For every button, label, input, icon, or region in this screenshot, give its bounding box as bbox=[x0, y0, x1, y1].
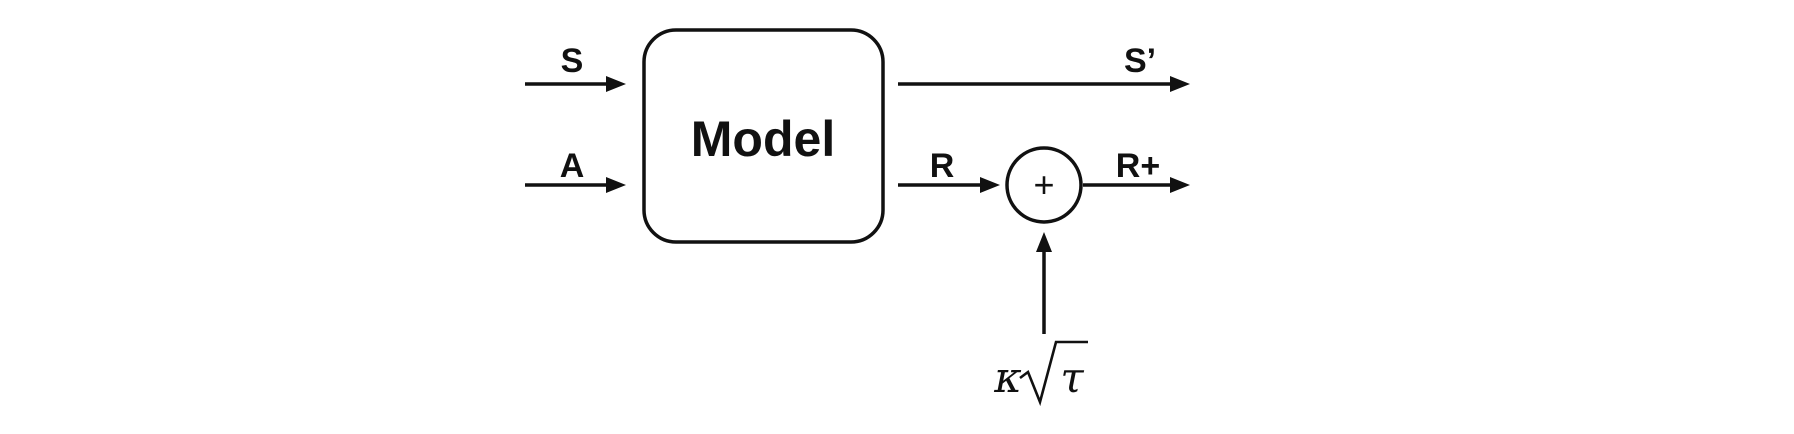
input-state-arrowhead bbox=[606, 76, 626, 92]
sum-node: + bbox=[1005, 146, 1083, 224]
input-action-label: A bbox=[560, 147, 585, 185]
output-bonus-reward-arrowhead bbox=[1170, 177, 1190, 193]
bonus-term-kappa: κ bbox=[993, 353, 1022, 402]
model-block: Model bbox=[642, 28, 885, 244]
output-reward: R bbox=[898, 147, 1000, 193]
bonus-term-arrowhead bbox=[1036, 232, 1052, 252]
output-reward-arrowhead bbox=[980, 177, 1000, 193]
model-label: Model bbox=[691, 111, 835, 167]
sum-symbol: + bbox=[1033, 164, 1054, 205]
sqrt-radical-icon bbox=[1019, 340, 1088, 407]
input-action-arrowhead bbox=[606, 177, 626, 193]
output-bonus-reward: R+ bbox=[1083, 147, 1190, 193]
output-reward-label: R bbox=[930, 147, 955, 185]
input-state-label: S bbox=[561, 42, 584, 80]
input-state: S bbox=[525, 42, 626, 92]
input-action: A bbox=[525, 147, 626, 193]
bonus-term: κ τ bbox=[993, 232, 1088, 407]
model-box bbox=[642, 28, 885, 244]
output-next-state-arrowhead bbox=[1170, 76, 1190, 92]
output-bonus-reward-label: R+ bbox=[1116, 147, 1160, 185]
output-next-state: S’ bbox=[898, 42, 1190, 92]
output-next-state-label: S’ bbox=[1124, 42, 1156, 80]
sum-circle bbox=[1005, 146, 1083, 224]
bonus-term-tau: τ bbox=[1060, 353, 1084, 402]
